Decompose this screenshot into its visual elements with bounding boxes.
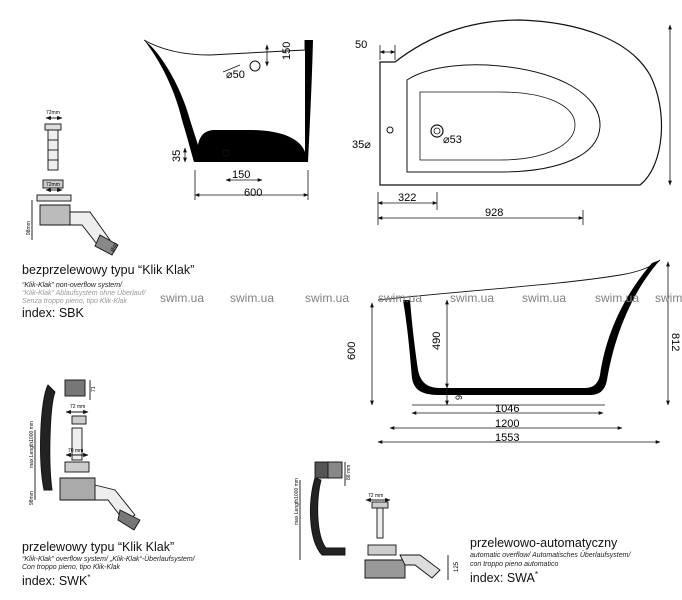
- dim-overflow-hole: ⌀50: [226, 69, 245, 81]
- watermark-row: swim.ua swim.ua swim.ua swim.ua swim.ua …: [160, 291, 682, 305]
- product-swa-index: index: SWA*: [470, 570, 538, 585]
- dim-front-foot: 98: [454, 390, 464, 400]
- plan-dimensions: [377, 24, 672, 225]
- product-swk-title: przelewowy typu “Klik Klak”: [22, 540, 175, 554]
- watermark-text: swim.ua: [305, 291, 349, 305]
- swk-dim-cap: 72 mm: [70, 404, 85, 410]
- product-sbk-title: bezprzelewowy typu “Klik Klak”: [22, 263, 195, 277]
- drain-swk-drawing: [34, 379, 141, 531]
- dim-width: 600: [244, 187, 262, 199]
- product-sbk-line1: “Klik-Klak” non-overflow system/: [22, 282, 122, 289]
- drain-swa-drawing: [299, 461, 449, 580]
- swk-dim-ring: 70 mm: [68, 448, 83, 454]
- plan-overflow: [386, 126, 394, 134]
- swk-dim-max-length: max Length1000 mm: [29, 421, 35, 468]
- product-swk-line2: Con troppo pieno, tipo Klik-Klak: [22, 564, 121, 571]
- swk-dim-top: 71: [91, 386, 97, 392]
- tub-plan-view: [379, 19, 663, 186]
- dim-front-total: 812: [669, 333, 681, 351]
- dim-drain-offset: 150: [232, 169, 250, 181]
- sbk-dim-cap: 72mm: [46, 110, 60, 116]
- watermark-text: swim.ua: [595, 291, 639, 305]
- tub-side-dimensions: [183, 44, 309, 200]
- dim-front-depth: 490: [431, 332, 443, 350]
- product-sbk-index: index: SBK: [22, 306, 84, 320]
- sbk-dim-length: 98mm: [26, 221, 32, 235]
- tub-side-section: [143, 39, 313, 162]
- product-sbk-line2: “Klik-Klak” Ablaufsystem ohne Überlauf/: [22, 290, 146, 297]
- overflow-hole: [249, 60, 261, 72]
- sbk-dim-pipe: Ø40: [110, 242, 120, 253]
- dim-drain-height: 35: [171, 150, 183, 162]
- dim-plan-drain: ⌀53: [443, 134, 462, 146]
- swa-dim-top: 86 mm: [346, 465, 352, 480]
- front-shell: [403, 260, 660, 395]
- watermark-text: swim.ua: [160, 291, 204, 305]
- sbk-dim-cap2: 72mm: [46, 182, 60, 188]
- product-swa-title: przelewowo-automatyczny: [470, 536, 618, 550]
- watermark-text: swim.ua: [450, 291, 494, 305]
- dim-front-w3: 1553: [495, 432, 519, 444]
- product-swa-line2: con troppo pieno automatico: [470, 561, 559, 568]
- dim-drain-pos: 322: [398, 192, 416, 204]
- watermark-text: swim.ua: [378, 291, 422, 305]
- dim-top-offset: 150: [281, 42, 293, 60]
- watermark-text: swim.ua: [230, 291, 274, 305]
- drain-sbk-drawing: [31, 115, 119, 256]
- watermark-text: swim.ua: [522, 291, 566, 305]
- drain-hole: [222, 149, 230, 157]
- product-swa-index-text: index: SWA: [470, 571, 535, 586]
- product-sbk-line3: Senza troppo pieno, tipo Klik-Klak: [22, 298, 128, 305]
- dim-plan-overflow: 35⌀: [352, 139, 371, 151]
- swa-dim-max-length: max Length1000 mm: [294, 478, 300, 525]
- product-swk-index: index: SWK*: [22, 573, 90, 588]
- tub-side-shell: [144, 40, 313, 162]
- dim-drain: ⌀35: [240, 149, 259, 161]
- front-dimensions: [370, 261, 670, 444]
- dim-front-w2: 1200: [495, 418, 519, 430]
- swa-dim-cap: 72 mm: [368, 493, 383, 499]
- dim-front-height: 600: [346, 342, 358, 360]
- dim-front-w1: 1046: [495, 403, 519, 415]
- dim-rim: 50: [355, 39, 367, 51]
- dim-plan-width: 928: [485, 207, 503, 219]
- plan-drain: [430, 124, 444, 138]
- swk-dim-length: 98mm: [29, 491, 35, 505]
- swa-dim-height: 125: [454, 561, 460, 572]
- product-swk-line1: “Klik-Klak” overflow system/ „Klik-Klak“…: [22, 556, 195, 563]
- plan-outer: [379, 19, 663, 186]
- product-swa-index-mark: *: [534, 570, 538, 579]
- product-swa-line1: automatic overflow/ Automatisches Überla…: [470, 552, 631, 559]
- tub-front-view: [377, 259, 661, 406]
- product-swk-index-mark: *: [87, 573, 91, 582]
- plan-inner: [406, 64, 601, 173]
- watermark-text: swim.ua: [655, 291, 682, 305]
- product-swk-index-text: index: SWK: [22, 574, 88, 589]
